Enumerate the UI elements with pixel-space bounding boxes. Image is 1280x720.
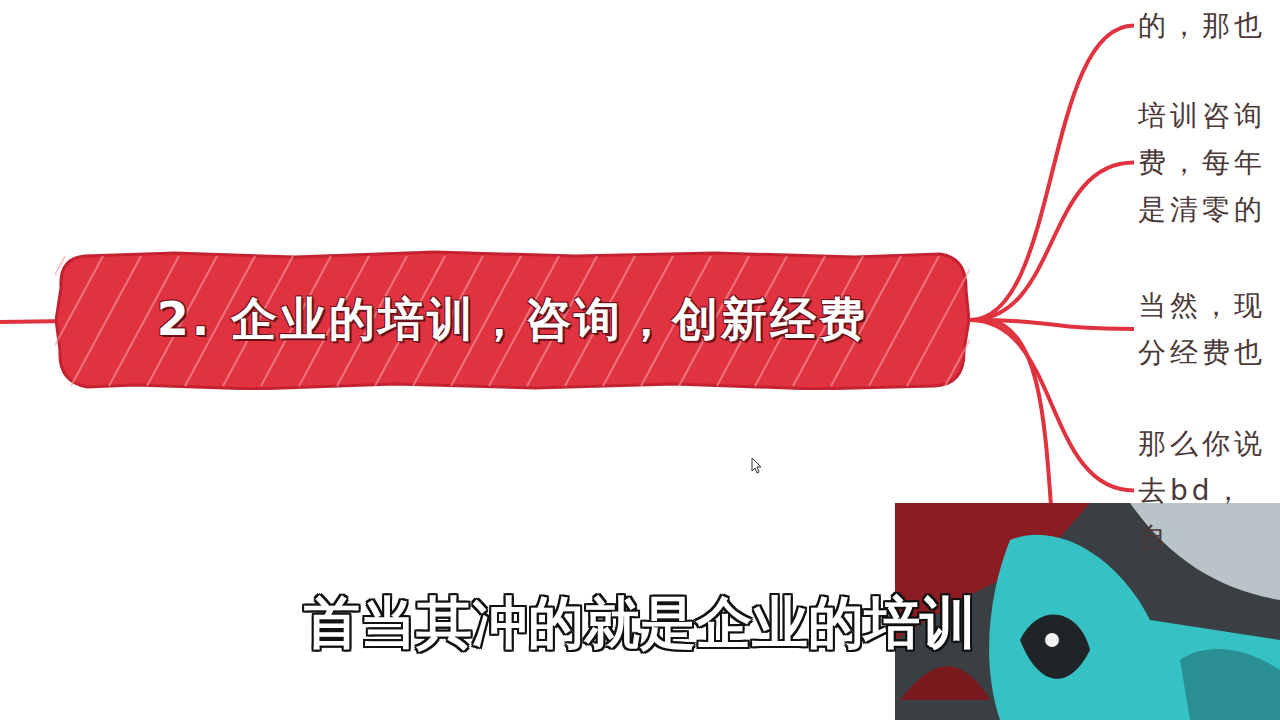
branch-text: 那么你说 去bd，自 bbox=[1138, 420, 1274, 561]
branch-text: 当然，现 分经费也 bbox=[1138, 282, 1274, 376]
video-subtitle: 首当其冲的就是企业的培训 bbox=[0, 586, 1280, 662]
branch-node: 的，那也 bbox=[1138, 2, 1274, 49]
branch-text: 培训咨询 费，每年 是清零的 bbox=[1138, 92, 1274, 233]
branch-connector bbox=[970, 320, 1134, 491]
mouse-cursor bbox=[752, 458, 761, 473]
branch-node: 那么你说 去bd，自 bbox=[1138, 420, 1274, 561]
branch-node: 当然，现 分经费也 bbox=[1138, 282, 1274, 376]
topic-node: 2. 企业的培训，咨询，创新经费 bbox=[55, 250, 970, 390]
branch-text: 的，那也 bbox=[1138, 2, 1274, 49]
branch-node: 培训咨询 费，每年 是清零的 bbox=[1138, 92, 1274, 233]
branch-connector bbox=[970, 163, 1134, 321]
branch-connector bbox=[970, 26, 1134, 321]
hidden-branch bbox=[990, 320, 1052, 520]
topic-title: 2. 企业的培训，咨询，创新经费 bbox=[157, 289, 869, 351]
